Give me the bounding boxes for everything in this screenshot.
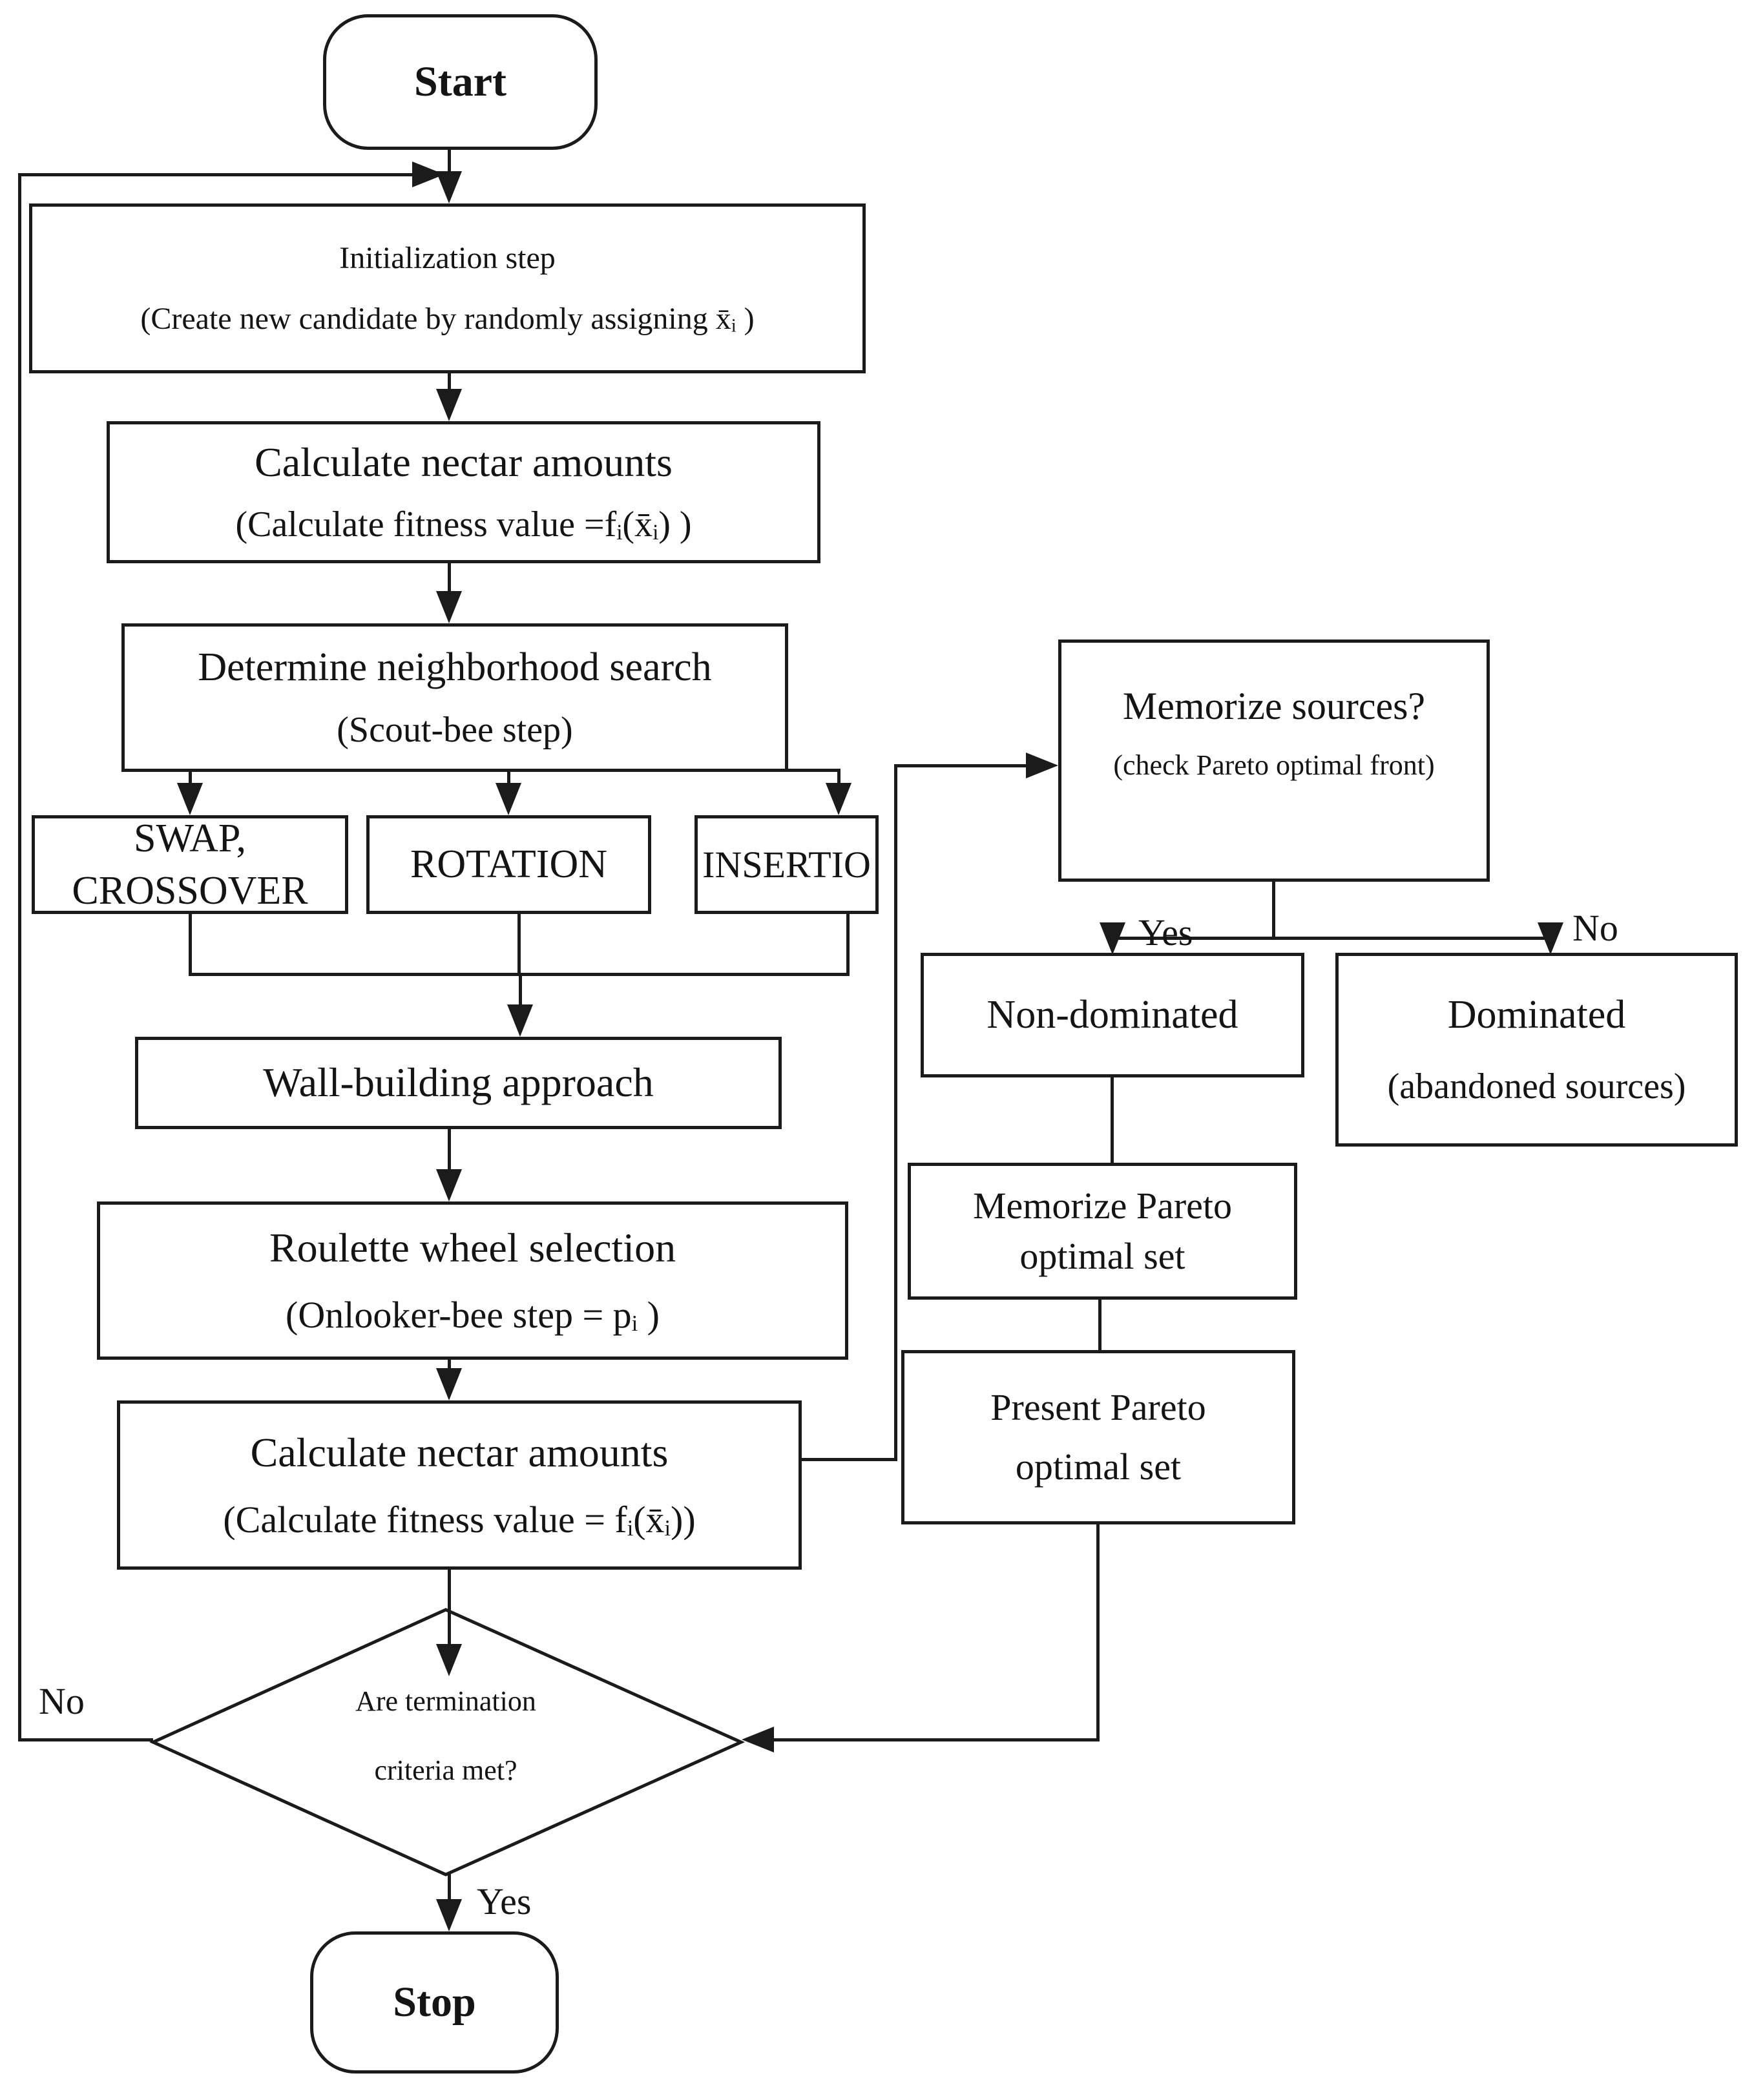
memorize-sources-box: Memorize sources? (check Pareto optimal … bbox=[1058, 639, 1490, 882]
calc-nectar-1-line1: Calculate nectar amounts bbox=[255, 439, 673, 485]
insertio-label: INSERTIO bbox=[702, 843, 871, 886]
edge-wall-roulette-shaft bbox=[448, 1129, 451, 1172]
roulette-line2: (Onlooker-bee step = pᵢ ) bbox=[286, 1294, 660, 1336]
edge-swap-collector bbox=[189, 914, 192, 976]
edge-nondom-mempar bbox=[1111, 1077, 1114, 1163]
wall-building-box: Wall-building approach bbox=[135, 1037, 782, 1129]
arrowhead-loop-join bbox=[412, 161, 444, 187]
edge-init-calc1-shaft bbox=[448, 373, 451, 391]
arrowhead-into-termination-right bbox=[742, 1727, 774, 1752]
arrowhead-into-stop bbox=[436, 1899, 462, 1931]
non-dominated-box: Non-dominated bbox=[921, 953, 1304, 1077]
initialization-box: Initialization step (Create new candidat… bbox=[29, 203, 866, 373]
stop-yes-label: Yes bbox=[477, 1880, 532, 1922]
arrowhead-into-insertio bbox=[826, 783, 851, 815]
calc-nectar-2-box: Calculate nectar amounts (Calculate fitn… bbox=[117, 1400, 802, 1570]
edge-split-line bbox=[1112, 937, 1552, 940]
memorize-sources-line1: Memorize sources? bbox=[1122, 685, 1426, 727]
present-pareto-box: Present Pareto optimal set bbox=[901, 1350, 1295, 1524]
edge-riser-top bbox=[894, 764, 1027, 767]
edge-calc2-termination-shaft bbox=[448, 1570, 451, 1646]
termination-line1: Are termination bbox=[355, 1685, 536, 1717]
neighborhood-line1: Determine neighborhood search bbox=[198, 645, 712, 690]
non-dominated-label: Non-dominated bbox=[987, 993, 1238, 1037]
arrowhead-into-calc1 bbox=[436, 389, 462, 421]
arrowhead-into-roulette bbox=[436, 1169, 462, 1201]
calc-nectar-1-line2: (Calculate fitness value =fᵢ(x̄ᵢ) ) bbox=[235, 504, 692, 545]
insertio-box: INSERTIO bbox=[694, 815, 879, 914]
termination-diamond-shape bbox=[149, 1608, 746, 1876]
arrowhead-into-wall bbox=[507, 1004, 533, 1037]
edge-calc1-neigh-shaft bbox=[448, 563, 451, 593]
initialization-line1: Initialization step bbox=[339, 240, 556, 275]
wall-building-label: Wall-building approach bbox=[263, 1059, 654, 1106]
edge-insertio-collector bbox=[846, 914, 850, 976]
branch-yes-label: Yes bbox=[1138, 911, 1193, 953]
edge-start-init-shaft bbox=[448, 149, 451, 176]
arrowhead-into-memorize-sources bbox=[1026, 753, 1058, 778]
edge-mempar-prespar bbox=[1098, 1300, 1101, 1350]
memorize-pareto-box: Memorize Pareto optimal set bbox=[908, 1163, 1297, 1300]
edge-calc2-riser-bottom bbox=[802, 1458, 897, 1461]
neighborhood-line2: (Scout-bee step) bbox=[337, 709, 573, 750]
branch-no-label: No bbox=[1572, 907, 1618, 949]
edge-loop-bottom bbox=[18, 1738, 153, 1741]
rotation-label: ROTATION bbox=[410, 842, 607, 887]
memorize-pareto-line2: optimal set bbox=[1019, 1235, 1185, 1277]
edge-loop-left-rail bbox=[18, 173, 21, 1741]
stop-terminal: Stop bbox=[310, 1931, 559, 2074]
start-label: Start bbox=[414, 58, 506, 106]
edge-collector-wall-shaft bbox=[519, 973, 522, 1006]
calc-nectar-2-line1: Calculate nectar amounts bbox=[250, 1429, 669, 1475]
arrowhead-into-rotation bbox=[496, 783, 521, 815]
edge-riser-vertical bbox=[894, 764, 897, 1461]
swap-line2: CROSSOVER bbox=[72, 868, 308, 913]
edge-loop-top bbox=[18, 173, 415, 176]
swap-crossover-box: SWAP, CROSSOVER bbox=[32, 815, 348, 914]
arrowhead-into-neigh bbox=[436, 591, 462, 623]
loop-no-label: No bbox=[39, 1680, 85, 1722]
edge-neigh-insertio-ext bbox=[785, 769, 840, 772]
present-pareto-line1: Present Pareto bbox=[990, 1386, 1206, 1429]
calc-nectar-1-box: Calculate nectar amounts (Calculate fitn… bbox=[107, 421, 820, 563]
calc-nectar-2-line2: (Calculate fitness value = fᵢ(x̄ᵢ)) bbox=[223, 1498, 696, 1541]
edge-prespar-down bbox=[1096, 1524, 1100, 1741]
swap-line1: SWAP, bbox=[133, 816, 246, 861]
arrowhead-into-swap bbox=[177, 783, 203, 815]
termination-line2: criteria met? bbox=[374, 1754, 517, 1786]
termination-diamond bbox=[149, 1608, 746, 1876]
neighborhood-search-box: Determine neighborhood search (Scout-bee… bbox=[121, 623, 788, 772]
dominated-line2: (abandoned sources) bbox=[1387, 1066, 1686, 1107]
edge-neigh-insertio-shaft bbox=[837, 769, 840, 786]
termination-text: Are termination criteria met? bbox=[245, 1685, 646, 1787]
dominated-line1: Dominated bbox=[1447, 993, 1626, 1037]
edge-memsrc-split-stub bbox=[1272, 882, 1275, 940]
memorize-pareto-line1: Memorize Pareto bbox=[972, 1185, 1232, 1227]
edge-neigh-swap-shaft bbox=[189, 772, 192, 786]
stop-label: Stop bbox=[393, 1979, 476, 2026]
start-terminal: Start bbox=[323, 14, 598, 150]
edge-roulette-calc2-shaft bbox=[448, 1360, 451, 1371]
edge-rotation-collector bbox=[517, 914, 521, 976]
edge-termination-stop-shaft bbox=[448, 1873, 451, 1903]
present-pareto-line2: optimal set bbox=[1015, 1446, 1182, 1488]
edge-neigh-rotation-shaft bbox=[507, 772, 510, 786]
arrowhead-into-dominated bbox=[1538, 922, 1563, 955]
initialization-line2: (Create new candidate by randomly assign… bbox=[140, 301, 755, 336]
dominated-box: Dominated (abandoned sources) bbox=[1335, 953, 1738, 1147]
roulette-selection-box: Roulette wheel selection (Onlooker-bee s… bbox=[97, 1201, 848, 1360]
roulette-line1: Roulette wheel selection bbox=[269, 1225, 676, 1271]
rotation-box: ROTATION bbox=[366, 815, 651, 914]
memorize-sources-line2: (check Pareto optimal front) bbox=[1113, 749, 1435, 781]
arrowhead-into-termination bbox=[436, 1644, 462, 1676]
edge-prespar-left bbox=[773, 1738, 1100, 1741]
arrowhead-into-calc2 bbox=[436, 1368, 462, 1400]
arrowhead-into-non-dominated bbox=[1100, 922, 1125, 955]
